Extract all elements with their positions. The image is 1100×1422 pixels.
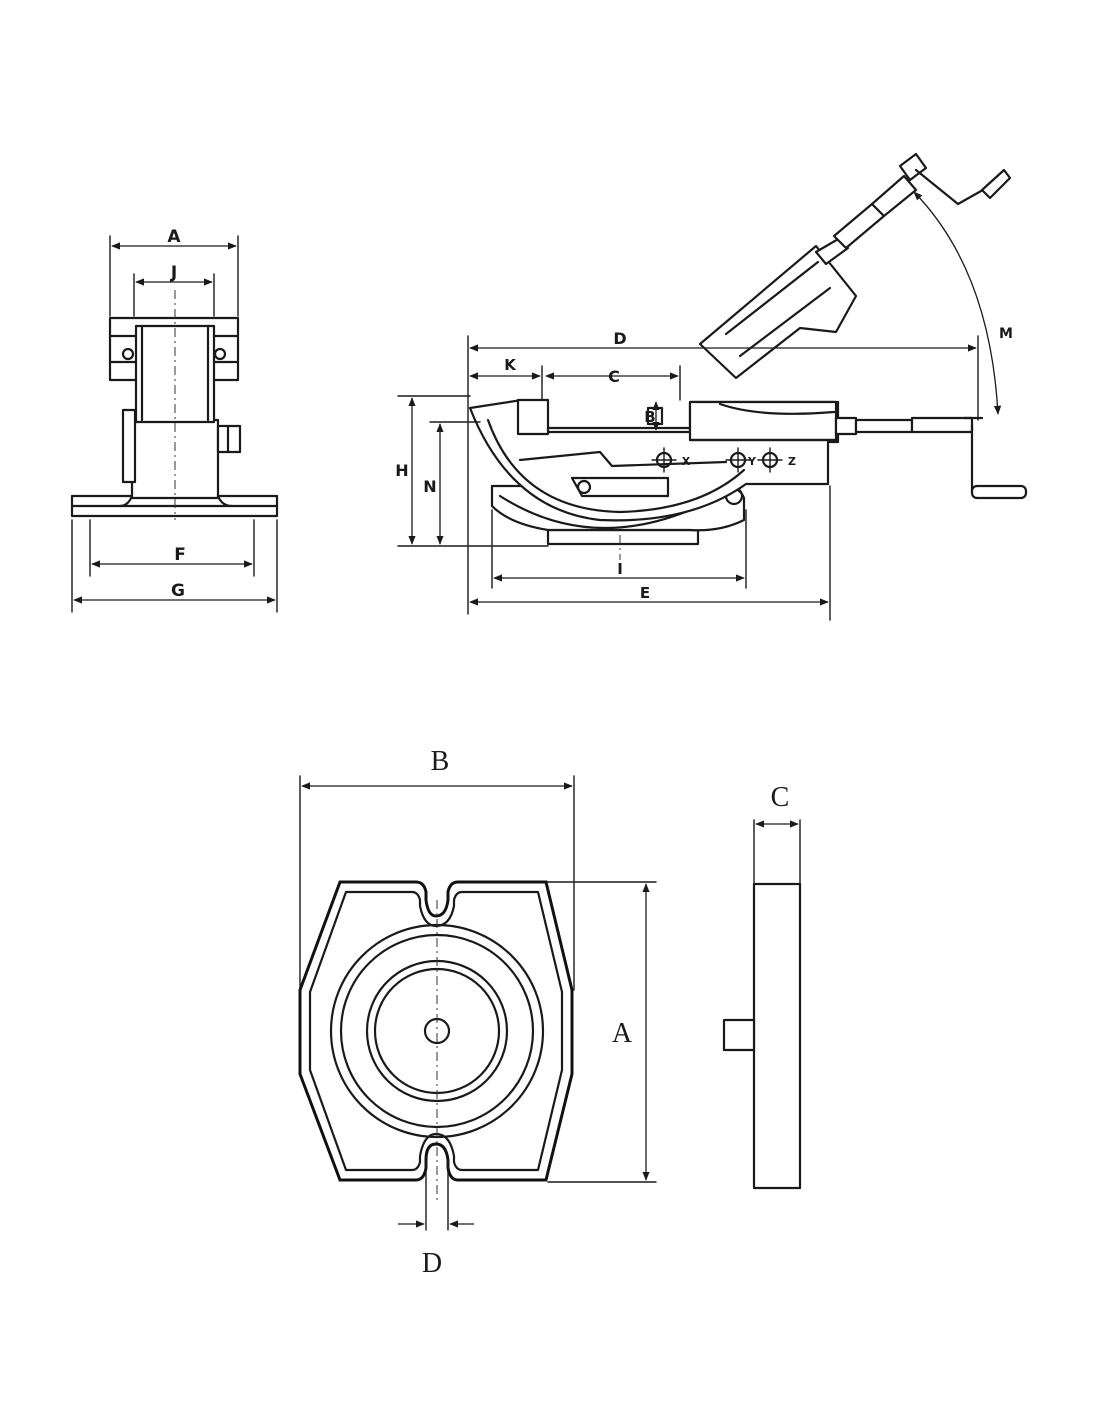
base-plate-top-view <box>298 880 574 1231</box>
end-view-dimensions <box>71 235 278 613</box>
base-plate-label-a: A <box>612 1018 633 1049</box>
side-view-label-b: B <box>644 408 655 426</box>
end-view-label-g: G <box>171 581 185 601</box>
side-view-label-k: K <box>504 356 517 374</box>
base-plate-side-view <box>722 819 802 1190</box>
side-view-label-h: H <box>395 461 408 480</box>
side-view-label-c: C <box>608 367 620 386</box>
end-view-label-f: F <box>174 545 186 565</box>
vise-end-view <box>70 290 279 520</box>
vise-side-view <box>468 152 1028 560</box>
base-plate-label-d: D <box>422 1248 442 1279</box>
side-view-label-e: E <box>640 584 650 602</box>
side-view-label-y: Y <box>747 455 757 468</box>
end-view-label-j: J <box>170 263 177 283</box>
side-view-dimensions <box>397 191 1002 621</box>
side-view-label-i: I <box>617 560 623 578</box>
side-view-label-z: Z <box>788 455 796 468</box>
side-view-label-n: N <box>423 477 436 496</box>
base-plate-side-label-c: C <box>771 782 790 813</box>
side-view-label-m: M <box>999 326 1013 342</box>
base-plate-dimensions <box>299 775 657 1228</box>
base-plate-label-b: B <box>431 746 450 777</box>
end-view-label-a: A <box>167 227 181 247</box>
side-view-label-d: D <box>613 329 626 348</box>
side-view-label-x: X <box>682 455 691 468</box>
